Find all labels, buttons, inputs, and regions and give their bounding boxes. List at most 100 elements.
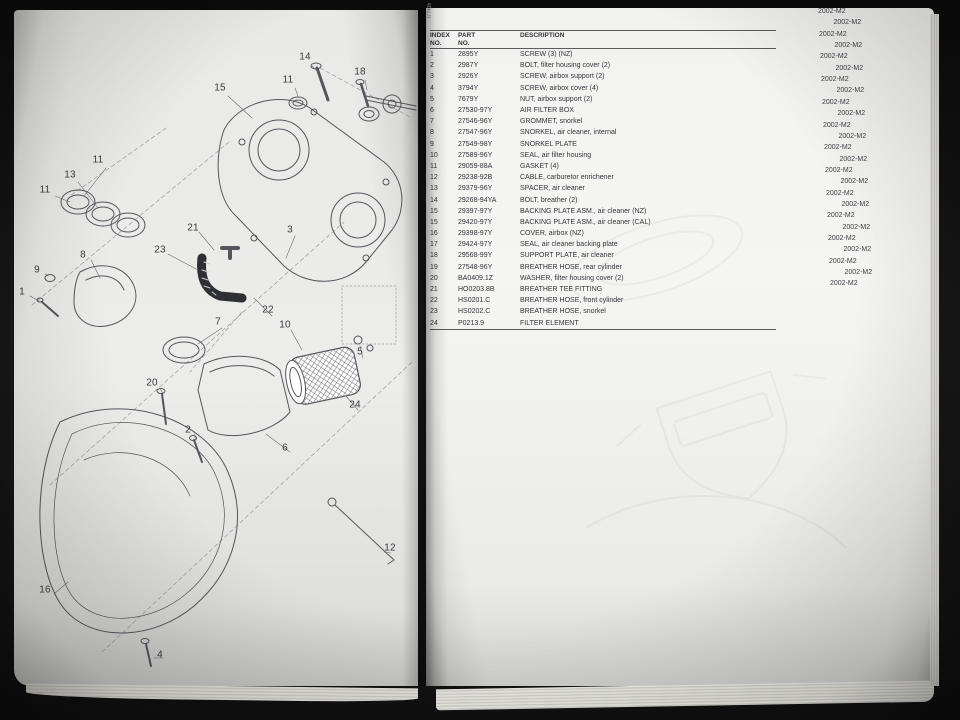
description-cell: BREATHER HOSE, snorkel [520, 308, 606, 316]
edition-watermark: 2002-M2 [821, 76, 849, 84]
table-row: 21 HO0203.8B BREATHER TEE FITTING [430, 284, 776, 295]
index-cell: 17 [430, 241, 438, 249]
edition-watermark: 2002-M2 [840, 178, 869, 186]
index-cell: 12 [430, 174, 438, 182]
part-number-cell: HS0202.C [458, 308, 491, 316]
index-cell: 19 [430, 263, 438, 271]
diagram-callout: 12 [384, 542, 396, 554]
description-cell: BREATHER TEE FITTING [520, 286, 603, 294]
table-row: 18 29568-99Y SUPPORT PLATE, air cleaner [430, 250, 776, 261]
diagram-callout: 11 [39, 184, 51, 196]
description-cell: WASHER, filter housing cover (2) [520, 274, 624, 282]
description-cell: GROMMET, snorkel [520, 118, 583, 126]
index-cell: 6 [430, 107, 434, 115]
index-cell: 14 [430, 196, 438, 204]
index-cell: 11 [430, 162, 438, 170]
description-cell: GASKET (4) [520, 162, 559, 170]
table-row: 15 29397-97Y BACKING PLATE ASM., air clean… [430, 206, 776, 217]
page-stack-edge-left [26, 683, 418, 703]
description-cell: AIR FILTER BOX [520, 107, 574, 115]
diagram-callout: 20 [146, 377, 158, 389]
part-number-cell: 29568-99Y [458, 252, 493, 260]
index-cell: 22 [430, 297, 438, 305]
filter-element-drawing [285, 346, 361, 405]
edition-watermark: 2002-M2 [830, 280, 858, 288]
index-cell: 9 [430, 140, 434, 148]
description-cell: BACKING PLATE ASM., air cleaner (CAL) [520, 218, 651, 226]
diagram-callout: 11 [282, 74, 294, 86]
screws-drawing [36, 274, 374, 667]
edition-watermark: 2002-M2 [841, 200, 870, 208]
part-number-cell: 2926Y [458, 73, 479, 81]
edition-watermark: 2002-M2 [842, 223, 871, 231]
description-cell: FILTER ELEMENT [520, 319, 579, 327]
edition-watermark: 2002-M2 [844, 269, 873, 277]
edition-watermark: 2002-M2 [834, 42, 863, 50]
part-number-cell: HS0201.C [458, 297, 491, 305]
diagram-callout: 18 [354, 66, 366, 78]
description-cell: SUPPORT PLATE, air cleaner [520, 252, 614, 260]
edition-watermark: 2002-M2 [836, 87, 865, 95]
enrichener-cable-drawing [327, 497, 395, 565]
diagram-callout: 6 [282, 442, 288, 454]
part-number-cell: 7679Y [458, 95, 479, 103]
diagram-callout: 22 [262, 304, 274, 316]
diagram-callout: 11 [92, 154, 104, 166]
description-cell: BREATHER HOSE, rear cylinder [520, 263, 622, 271]
part-number-cell: 29420-97Y [458, 218, 493, 226]
part-number-cell: 29397-97Y [458, 207, 493, 215]
edition-watermark: 2002-M2 [820, 53, 848, 61]
part-number-cell: 27549-98Y [458, 140, 493, 148]
edition-watermark: 2002-M2 [843, 246, 872, 254]
index-cell: 4 [430, 84, 434, 92]
edition-watermark: 2002-M2 [825, 166, 853, 174]
part-number-cell: 29238-92B [458, 174, 493, 182]
index-cell: 10 [430, 151, 438, 159]
header-part-line2: NO. [458, 39, 470, 47]
edition-watermark: 2002-M2 [823, 121, 851, 129]
diagram-callout: 10 [279, 319, 291, 331]
diagram-callout: 23 [154, 244, 166, 256]
description-cell: SNORKEL, air cleaner, internal [520, 129, 617, 137]
diagram-callout: 9 [34, 264, 40, 276]
header-index-line1: INDEX [430, 32, 450, 39]
edition-watermark: 2002-M2 [837, 110, 866, 118]
description-cell: SCREW, airbox cover (4) [520, 84, 599, 92]
diagram-callout: 2 [185, 424, 191, 436]
part-number-cell: 29059-88A [458, 162, 493, 170]
description-cell: SNORKEL PLATE [520, 140, 577, 148]
index-cell: 5 [430, 95, 434, 103]
edition-watermark: 2002-M2 [826, 189, 854, 197]
part-number-cell: 27547-96Y [458, 129, 493, 137]
part-number-cell: 27546-96Y [458, 118, 493, 126]
part-number-cell: HO0203.8B [458, 286, 495, 294]
description-cell: BACKING PLATE ASM., air cleaner (NZ) [520, 207, 647, 215]
edition-watermark: 2002-M2 [828, 235, 856, 242]
diagram-callout: 8 [80, 249, 86, 261]
index-cell: 13 [430, 185, 438, 193]
diagram-callout: 4 [157, 649, 163, 661]
index-cell: 18 [430, 252, 438, 260]
backing-plate-drawing [217, 99, 403, 282]
index-cell: 15 [430, 207, 438, 215]
diagram-callout: 21 [187, 222, 199, 234]
description-cell: SCREW, airbox support (2) [520, 73, 605, 81]
leader-lines [29, 65, 392, 659]
index-cell: 20 [430, 274, 438, 282]
index-cell: 21 [430, 286, 438, 294]
